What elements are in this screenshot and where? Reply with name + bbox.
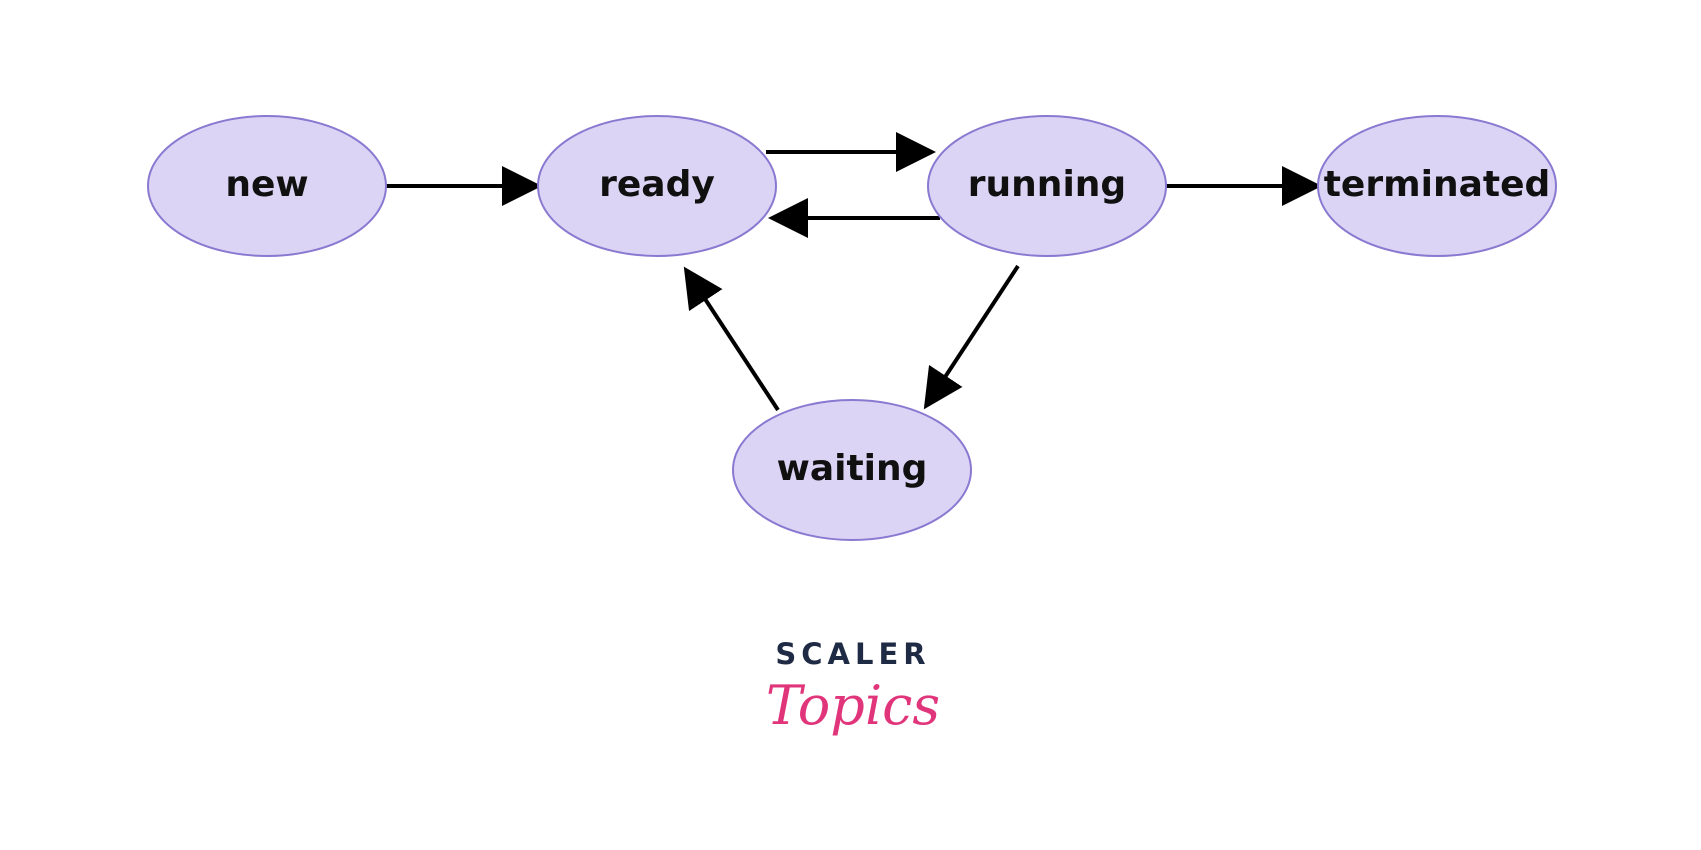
node-ready: ready [537,115,777,257]
node-ready-label: ready [599,164,715,205]
scaler-topics-logo: SCALER Topics [766,637,940,737]
edge-waiting-to-ready [683,266,780,412]
node-running: running [927,115,1167,257]
node-waiting: waiting [732,399,972,541]
node-terminated: terminated [1317,115,1557,257]
logo-topics-text: Topics [766,674,940,737]
node-terminated-label: terminated [1324,164,1551,205]
node-waiting-label: waiting [777,448,928,489]
edge-running-to-waiting [923,264,1020,410]
node-new: new [147,115,387,257]
logo-scaler-text: SCALER [775,637,930,671]
node-new-label: new [225,164,308,205]
node-running-label: running [968,164,1126,205]
